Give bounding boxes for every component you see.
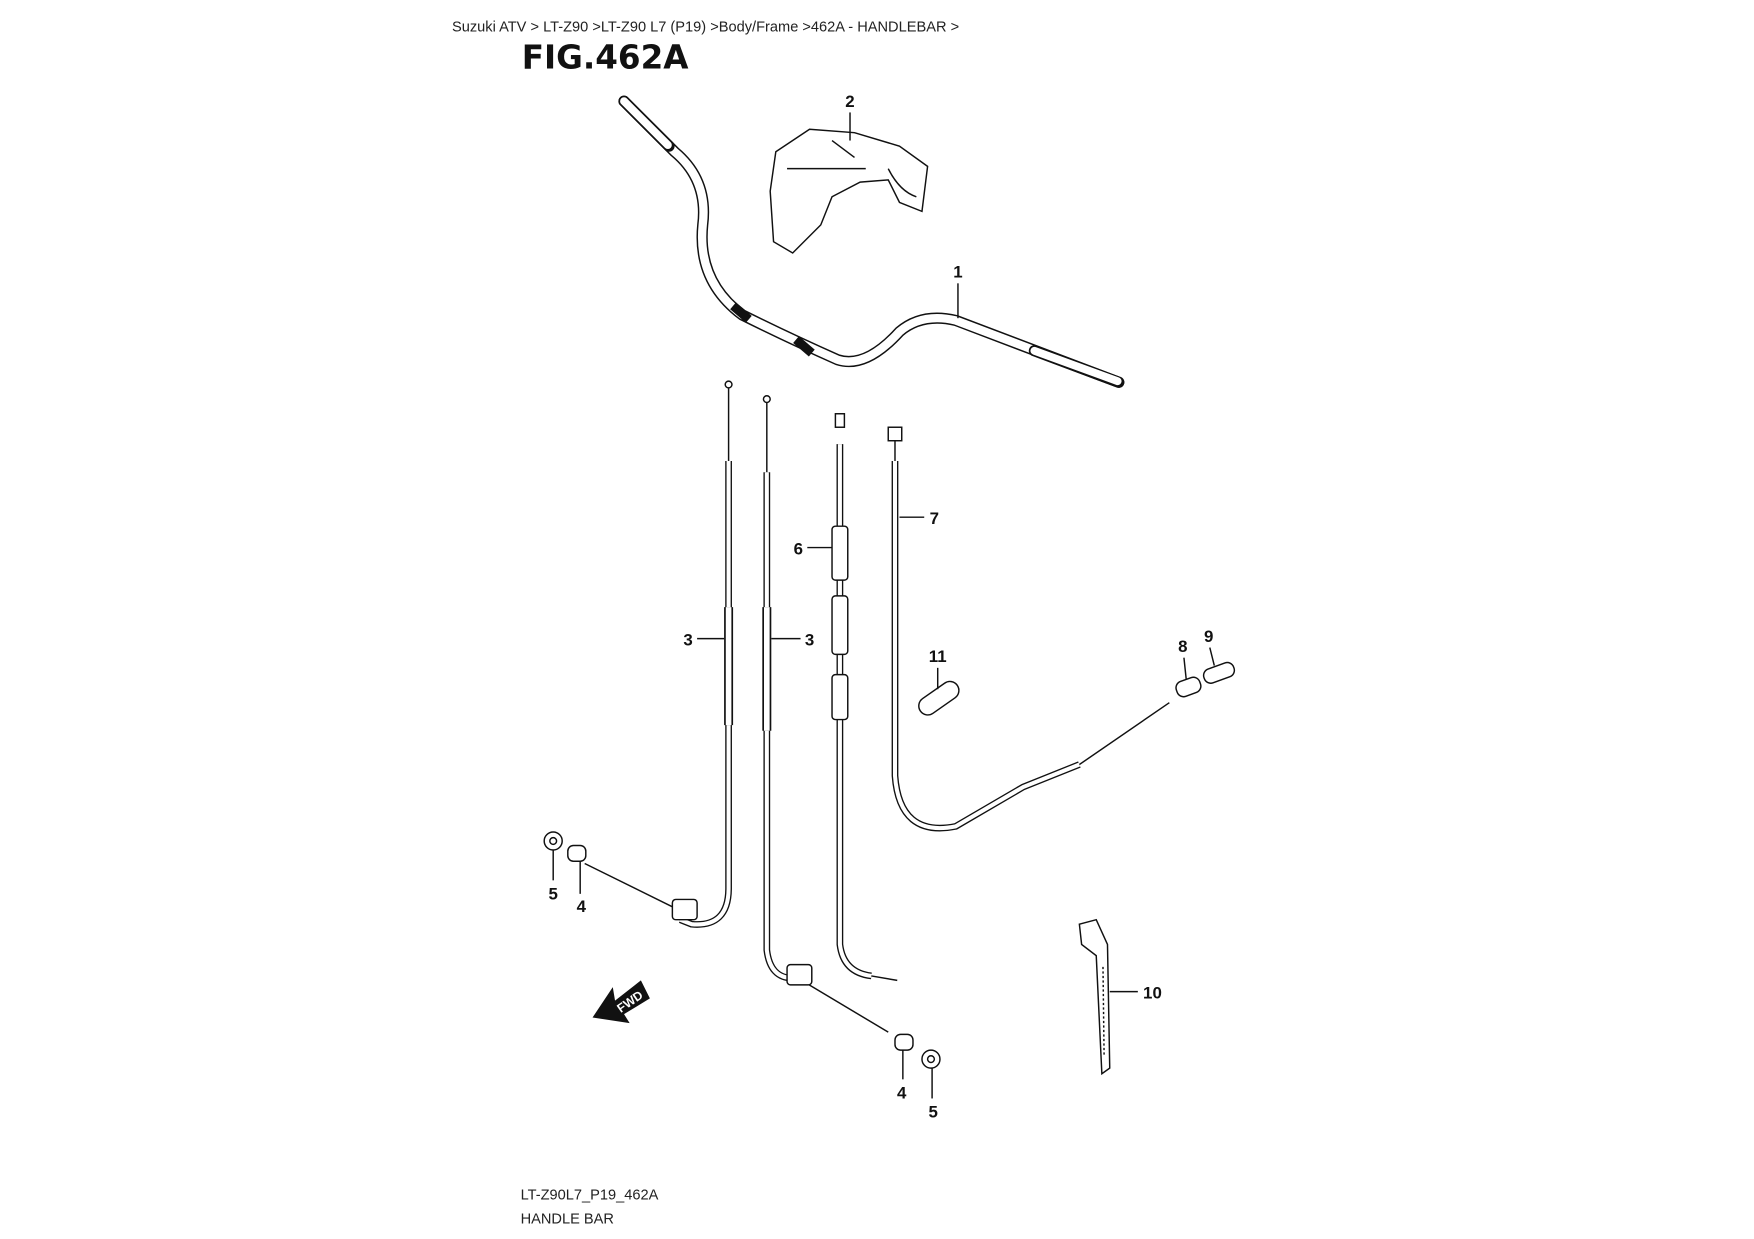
cable-tie-part-10[interactable] [1078, 918, 1111, 1076]
callout-10[interactable]: 10 [1143, 983, 1162, 1002]
adjuster-part-4b[interactable] [894, 1033, 914, 1051]
callout-3a[interactable]: 3 [683, 630, 692, 649]
callout-4b[interactable]: 4 [897, 1083, 907, 1102]
footer-name: HANDLE BAR [521, 1211, 614, 1227]
callout-5a[interactable]: 5 [549, 884, 558, 903]
handlebar-cover-part-2[interactable] [769, 128, 929, 254]
callout-5b[interactable]: 5 [929, 1103, 938, 1122]
nut-part-5a[interactable] [543, 831, 563, 851]
adjuster-part-8[interactable] [1174, 675, 1203, 698]
callout-3b[interactable]: 3 [805, 630, 814, 649]
fwd-arrow-icon: FWD [592, 980, 650, 1024]
callout-9[interactable]: 9 [1204, 627, 1213, 646]
figure-title: FIG.462A [522, 39, 690, 77]
holder-part-9[interactable] [1202, 661, 1237, 686]
callout-4a[interactable]: 4 [577, 897, 587, 916]
adjuster-part-4a[interactable] [567, 844, 587, 862]
nut-part-5b[interactable] [921, 1049, 941, 1069]
callout-1[interactable]: 1 [953, 263, 962, 282]
callout-8[interactable]: 8 [1178, 637, 1187, 656]
callout-7[interactable]: 7 [930, 509, 939, 528]
breadcrumb[interactable]: Suzuki ATV > LT-Z90 >LT-Z90 L7 (P19) >Bo… [452, 19, 959, 35]
footer-code: LT-Z90L7_P19_462A [521, 1188, 659, 1204]
cable-part-3b[interactable] [762, 395, 889, 1033]
callout-11[interactable]: 11 [929, 647, 947, 666]
callout-6[interactable]: 6 [794, 539, 803, 558]
callouts: 1 2 3 3 4 5 4 5 6 7 8 9 10 11 [549, 92, 1216, 1122]
cable-part-3a[interactable] [584, 380, 734, 928]
cable-part-7[interactable] [887, 426, 1170, 832]
callout-2[interactable]: 2 [845, 92, 854, 111]
cable-part-6[interactable] [831, 413, 898, 982]
handlebar-part-1[interactable] [618, 95, 1125, 388]
tube-part-11[interactable] [915, 678, 962, 719]
